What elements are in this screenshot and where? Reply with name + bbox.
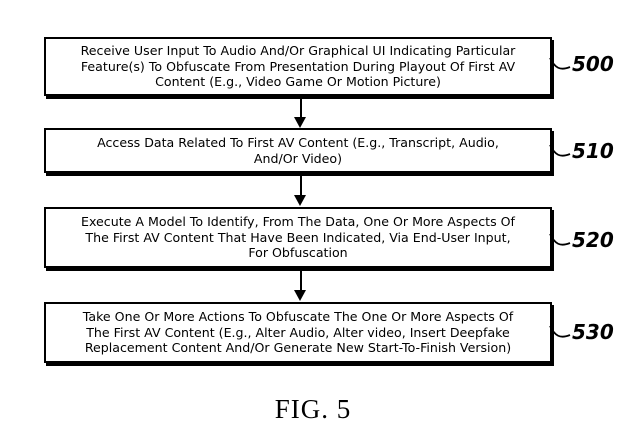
step-text-510: Access Data Related To First AV Content … bbox=[97, 135, 499, 166]
leader-line-icon bbox=[549, 233, 571, 246]
down-arrow-icon bbox=[294, 269, 307, 301]
arrow-shaft bbox=[299, 97, 302, 119]
step-box-530: Take One Or More Actions To Obfuscate Th… bbox=[44, 302, 552, 363]
step-text-520: Execute A Model To Identify, From The Da… bbox=[81, 214, 515, 261]
step-box-510: Access Data Related To First AV Content … bbox=[44, 128, 552, 173]
ref-label-520: 520 bbox=[549, 228, 614, 252]
step-box-520: Execute A Model To Identify, From The Da… bbox=[44, 207, 552, 268]
ref-number: 530 bbox=[572, 320, 614, 344]
arrow-head bbox=[294, 290, 306, 301]
ref-label-510: 510 bbox=[549, 139, 614, 163]
ref-label-500: 500 bbox=[549, 52, 614, 76]
figure-caption: FIG. 5 bbox=[274, 394, 352, 424]
step-box-500: Receive User Input To Audio And/Or Graph… bbox=[44, 37, 552, 96]
down-arrow-icon bbox=[294, 97, 307, 128]
ref-label-530: 530 bbox=[549, 320, 614, 344]
arrow-shaft bbox=[299, 269, 302, 292]
ref-number: 500 bbox=[572, 52, 614, 76]
leader-line-icon bbox=[549, 57, 571, 70]
leader-line-icon bbox=[549, 325, 571, 338]
arrow-head bbox=[294, 117, 306, 128]
down-arrow-icon bbox=[294, 174, 307, 206]
arrow-head bbox=[294, 195, 306, 206]
step-text-530: Take One Or More Actions To Obfuscate Th… bbox=[82, 309, 514, 356]
arrow-shaft bbox=[299, 174, 302, 197]
step-text-500: Receive User Input To Audio And/Or Graph… bbox=[80, 43, 516, 90]
ref-number: 510 bbox=[572, 139, 614, 163]
leader-line-icon bbox=[549, 144, 571, 157]
ref-number: 520 bbox=[572, 228, 614, 252]
